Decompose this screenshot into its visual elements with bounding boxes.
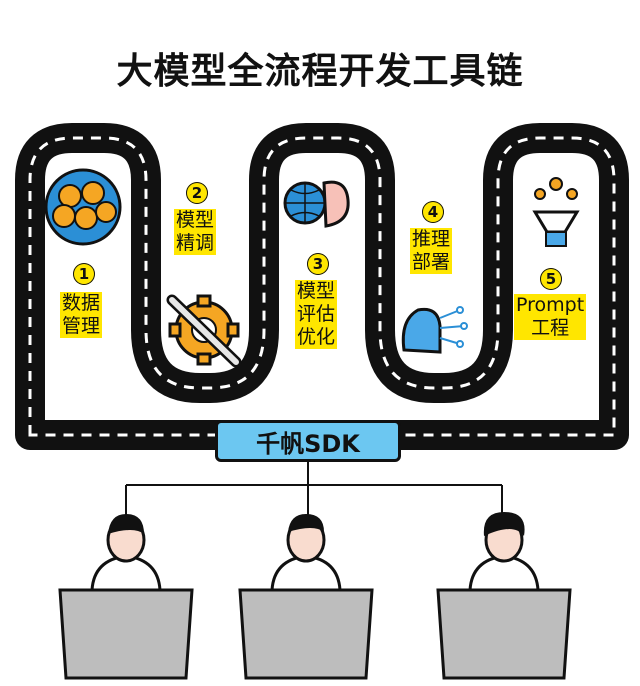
step-2-label-line1: 模型 [176, 209, 215, 231]
step-4-label: 推理 部署 [410, 228, 453, 274]
step-5-number: 5 [540, 268, 562, 290]
step-3-label-line1: 模型 [297, 280, 336, 302]
prompt-lightbulb-icon [532, 177, 580, 247]
step-3-label-line2: 评估 [297, 303, 336, 325]
evaluation-brain-icon [283, 180, 350, 228]
user-right-avatar [436, 512, 572, 680]
step-4-label-line1: 推理 [412, 228, 451, 250]
step-5-label: Prompt 工程 [514, 294, 587, 340]
user-middle-avatar [238, 514, 374, 680]
step-1-label: 数据 管理 [60, 292, 103, 338]
step-1-label-line2: 管理 [62, 315, 101, 337]
step-1-number: 1 [73, 263, 95, 285]
step-5-label-line1: Prompt [516, 294, 585, 316]
step-3-number: 3 [307, 253, 329, 275]
deployment-ai-head-icon [401, 306, 468, 354]
page-title: 大模型全流程开发工具链 [116, 51, 524, 92]
step-3-label-line3: 优化 [297, 326, 336, 348]
step-3-label: 模型 评估 优化 [295, 280, 338, 349]
step-2-number: 2 [186, 182, 208, 204]
sdk-box: 千帆SDK [215, 420, 401, 462]
step-4-number: 4 [422, 201, 444, 223]
step-1-label-line1: 数据 [62, 292, 101, 314]
step-2-label-line2: 精调 [176, 232, 215, 254]
data-management-icon [44, 168, 122, 246]
step-5-label-line2: 工程 [531, 317, 570, 339]
fine-tuning-gear-icon [166, 294, 242, 368]
step-4-label-line2: 部署 [412, 251, 451, 273]
road-dashes [28, 136, 616, 437]
user-left-avatar [58, 514, 194, 680]
step-2-label: 模型 精调 [174, 209, 217, 255]
